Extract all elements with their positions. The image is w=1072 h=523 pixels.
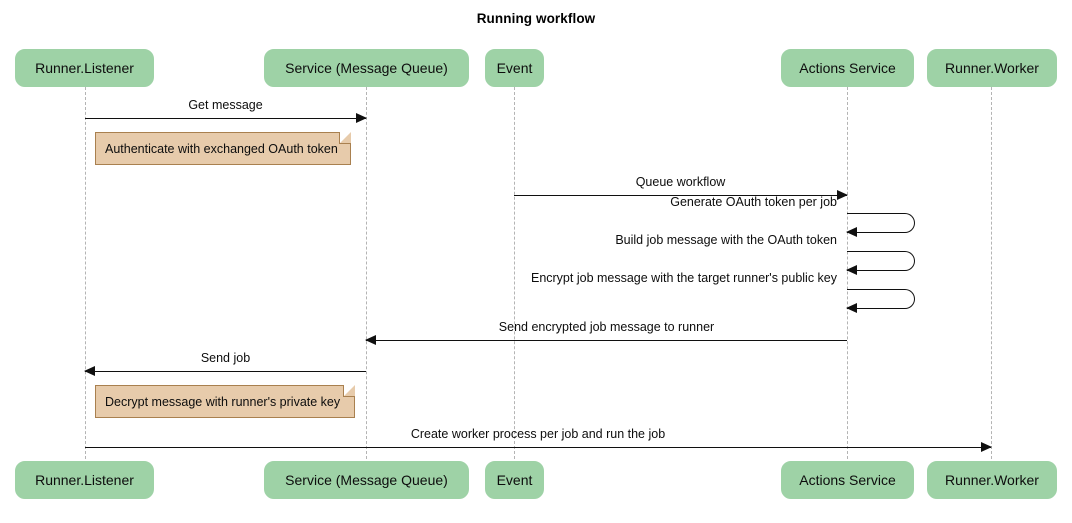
arrowhead-right-icon <box>837 189 848 200</box>
arrowhead-left-icon <box>84 365 95 376</box>
participant-label: Runner.Worker <box>945 472 1039 488</box>
participant-label: Actions Service <box>799 472 896 488</box>
lifeline-actions-service <box>847 87 848 459</box>
message-label: Send encrypted job message to runner <box>498 320 715 334</box>
participant-label: Runner.Listener <box>35 60 134 76</box>
loop-bottom-line <box>847 270 904 271</box>
participant-label: Service (Message Queue) <box>285 60 448 76</box>
arrowhead-right-icon <box>981 441 992 452</box>
participant-actions-service-bottom[interactable]: Actions Service <box>781 461 914 499</box>
message-line <box>85 371 366 372</box>
loop-bottom-line <box>847 232 904 233</box>
loop-bottom-line <box>847 308 904 309</box>
participant-service-message-queue-bottom[interactable]: Service (Message Queue) <box>264 461 469 499</box>
message-label: Send job <box>200 351 251 365</box>
note-label: Decrypt message with runner's private ke… <box>105 394 341 409</box>
message-generate-oauth-token[interactable]: Generate OAuth token per job <box>670 195 915 237</box>
participant-event-top[interactable]: Event <box>485 49 544 87</box>
participant-label: Event <box>496 472 533 488</box>
participant-event-bottom[interactable]: Event <box>485 461 544 499</box>
loop-top-line <box>847 251 904 252</box>
loop-top-line <box>847 213 904 214</box>
arrowhead-left-icon <box>846 302 857 313</box>
message-label: Queue workflow <box>635 175 726 189</box>
arrowhead-left-icon <box>846 226 857 237</box>
message-label: Create worker process per job and run th… <box>410 427 666 441</box>
message-label: Build job message with the OAuth token <box>615 233 837 247</box>
note-fold-triangle-icon <box>344 385 355 396</box>
arrowhead-left-icon <box>846 264 857 275</box>
loop-cap <box>903 251 915 271</box>
message-label: Generate OAuth token per job <box>670 195 837 209</box>
participant-label: Service (Message Queue) <box>285 472 448 488</box>
note-authenticate: Authenticate with exchanged OAuth token <box>95 132 351 165</box>
participant-label: Actions Service <box>799 60 896 76</box>
message-encrypt-job-message[interactable]: Encrypt job message with the target runn… <box>531 271 915 313</box>
message-line <box>514 195 847 196</box>
message-label: Get message <box>188 98 263 112</box>
participant-runner-worker-bottom[interactable]: Runner.Worker <box>927 461 1057 499</box>
loop-top-line <box>847 289 904 290</box>
message-build-job-message[interactable]: Build job message with the OAuth token <box>615 233 915 275</box>
lifeline-runner-worker <box>991 87 992 459</box>
loop-cap <box>903 213 915 233</box>
participant-label: Event <box>496 60 533 76</box>
page-title: Running workflow <box>476 11 596 26</box>
note-decrypt: Decrypt message with runner's private ke… <box>95 385 355 418</box>
note-label: Authenticate with exchanged OAuth token <box>105 141 338 156</box>
message-label: Encrypt job message with the target runn… <box>530 271 837 285</box>
participant-label: Runner.Listener <box>35 472 134 488</box>
participant-service-message-queue-top[interactable]: Service (Message Queue) <box>264 49 469 87</box>
lifeline-event <box>514 87 515 459</box>
note-fold-triangle-icon <box>340 132 351 143</box>
participant-runner-listener-bottom[interactable]: Runner.Listener <box>15 461 154 499</box>
lifeline-service-message-queue <box>366 87 367 459</box>
participant-actions-service-top[interactable]: Actions Service <box>781 49 914 87</box>
arrowhead-left-icon <box>365 334 376 345</box>
participant-runner-listener-top[interactable]: Runner.Listener <box>15 49 154 87</box>
message-line <box>85 447 991 448</box>
participant-runner-worker-top[interactable]: Runner.Worker <box>927 49 1057 87</box>
participant-label: Runner.Worker <box>945 60 1039 76</box>
lifeline-runner-listener <box>85 87 86 459</box>
arrowhead-right-icon <box>356 112 367 123</box>
message-line <box>366 340 847 341</box>
message-line <box>85 118 366 119</box>
loop-cap <box>903 289 915 309</box>
